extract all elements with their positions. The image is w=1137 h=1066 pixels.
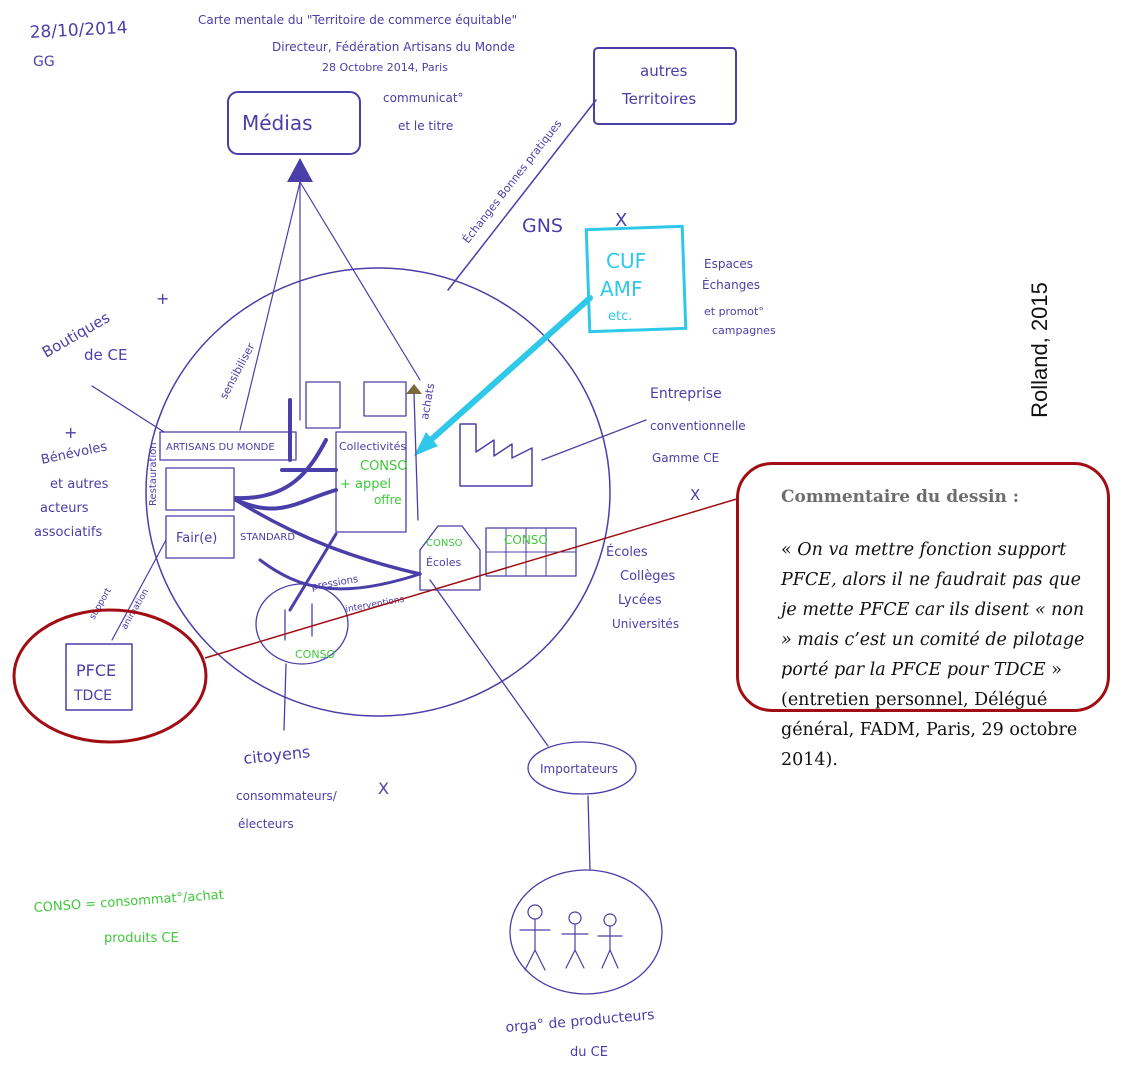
collectivites-label: Collectivités (339, 440, 406, 453)
sketch-title-line2: Directeur, Fédération Artisans du Monde (272, 40, 515, 54)
comment-box: Commentaire du dessin : « On va mettre f… (736, 462, 1110, 770)
importateurs-label: Importateurs (540, 762, 618, 776)
factory-sketch (459, 423, 533, 487)
sketch-title-line3: 28 Octobre 2014, Paris (322, 61, 448, 74)
pfce-highlight-circle (12, 608, 208, 744)
citoyens-label-2: consommateurs/ (236, 789, 338, 803)
ecoles-box-label: Écoles (426, 556, 462, 569)
sensibiliser-label: sensibiliser (217, 341, 258, 402)
legend-line-2: produits CE (104, 931, 179, 946)
comment-quote: On va mettre fonction support PFCE, alor… (781, 540, 1085, 680)
conso-appel-1: CONSO (360, 459, 408, 474)
medias-label: Médias (242, 111, 313, 135)
producteurs-bubble (509, 869, 663, 995)
autres-territoires-label-2: Territoires (621, 90, 696, 108)
autres-territoires-label-1: autres (640, 62, 688, 80)
pfce-label-1: PFCE (76, 661, 116, 680)
standard-label: STANDARD (240, 532, 295, 543)
espaces-label-1: Espaces (704, 257, 753, 271)
medias-note-1: communicat° (383, 91, 464, 105)
support-label: support (88, 586, 114, 621)
comment-title: Commentaire du dessin : (781, 487, 1020, 507)
autres-territoires-box (593, 47, 737, 125)
svg-text:X: X (690, 486, 700, 504)
svg-text:+: + (156, 289, 169, 308)
svg-text:X: X (615, 210, 627, 231)
producteurs-label-2: du CE (570, 1045, 608, 1060)
sketch-title-line1: Carte mentale du "Territoire de commerce… (198, 13, 517, 27)
sketch-date: 28/10/2014 (29, 18, 128, 43)
producteurs-label-1: orga° de producteurs (505, 1007, 655, 1036)
entreprise-label-2: conventionnelle (650, 419, 746, 433)
fairle-box (165, 515, 235, 559)
espaces-label-2: Échanges (702, 277, 760, 292)
territory-circle (145, 267, 611, 717)
benevoles-label-1: Bénévoles (40, 439, 109, 468)
comment-close-quote: » (1045, 660, 1062, 680)
sketch-initials: GG (33, 54, 55, 70)
conso-appel-2: + appel (340, 477, 391, 492)
svg-text:X: X (378, 779, 389, 798)
boutiques-label-2: de CE (84, 346, 127, 364)
cuf-box (584, 224, 688, 334)
conso-ecoles-label: CONSO (426, 538, 463, 549)
comment-source: (entretien personnel, Délégué général, F… (781, 690, 1078, 770)
citoyens-label-1: citoyens (242, 742, 311, 768)
benevoles-label-3: acteurs (40, 501, 89, 516)
entreprise-label-3: Gamme CE (652, 451, 719, 465)
espaces-label-4: campagnes (712, 324, 776, 337)
ecoles-label-2: Collèges (620, 569, 676, 584)
cuf-arrow (421, 295, 593, 449)
importateurs-bubble (527, 741, 637, 795)
credit-label: Rolland, 2015 (1027, 282, 1052, 418)
ecoles-label-4: Universités (612, 617, 679, 631)
fairle-label: Fair(e) (176, 531, 217, 546)
cuf-label-3: etc. (608, 309, 632, 324)
benevoles-label-2: et autres (50, 477, 109, 492)
conso-univ-label: CONSO (504, 533, 548, 547)
pfce-box (65, 643, 133, 711)
comment-text: « On va mettre fonction support PFCE, al… (781, 535, 1089, 775)
conso-appel-3: offre (374, 493, 402, 507)
benevoles-label-4: associatifs (34, 525, 102, 540)
citoyens-label-3: électeurs (238, 817, 294, 831)
medias-triangle (287, 158, 313, 182)
entreprise-label-1: Entreprise (650, 386, 722, 402)
interventions-label: interventions (345, 595, 406, 615)
cuf-label-2: AMF (600, 277, 642, 301)
svg-text:+: + (64, 423, 77, 442)
ecoles-label-3: Lycées (618, 593, 662, 608)
comment-open-quote: « (781, 540, 798, 560)
pfce-comment-connector (204, 497, 741, 659)
gns-label: GNS (522, 215, 563, 237)
achats-label: achats (418, 382, 437, 421)
collectivites-box (335, 431, 407, 533)
conso-citoyens-label: CONSO (295, 648, 336, 661)
legend-line-1: CONSO = consommat°/achat (33, 888, 224, 916)
medias-note-2: et le titre (398, 119, 453, 133)
ecoles-building (419, 525, 481, 591)
pfce-label-2: TDCE (73, 688, 112, 704)
artisans-box (159, 431, 297, 461)
cuf-label-1: CUF (606, 249, 646, 273)
ecoles-label-1: Écoles (606, 544, 648, 560)
restauration-label: Restauration (148, 442, 159, 506)
citizens-bubble (255, 583, 349, 665)
espaces-label-3: et promot° (704, 305, 764, 318)
medias-box (227, 91, 361, 155)
artisans-label: ARTISANS DU MONDE (166, 442, 275, 453)
